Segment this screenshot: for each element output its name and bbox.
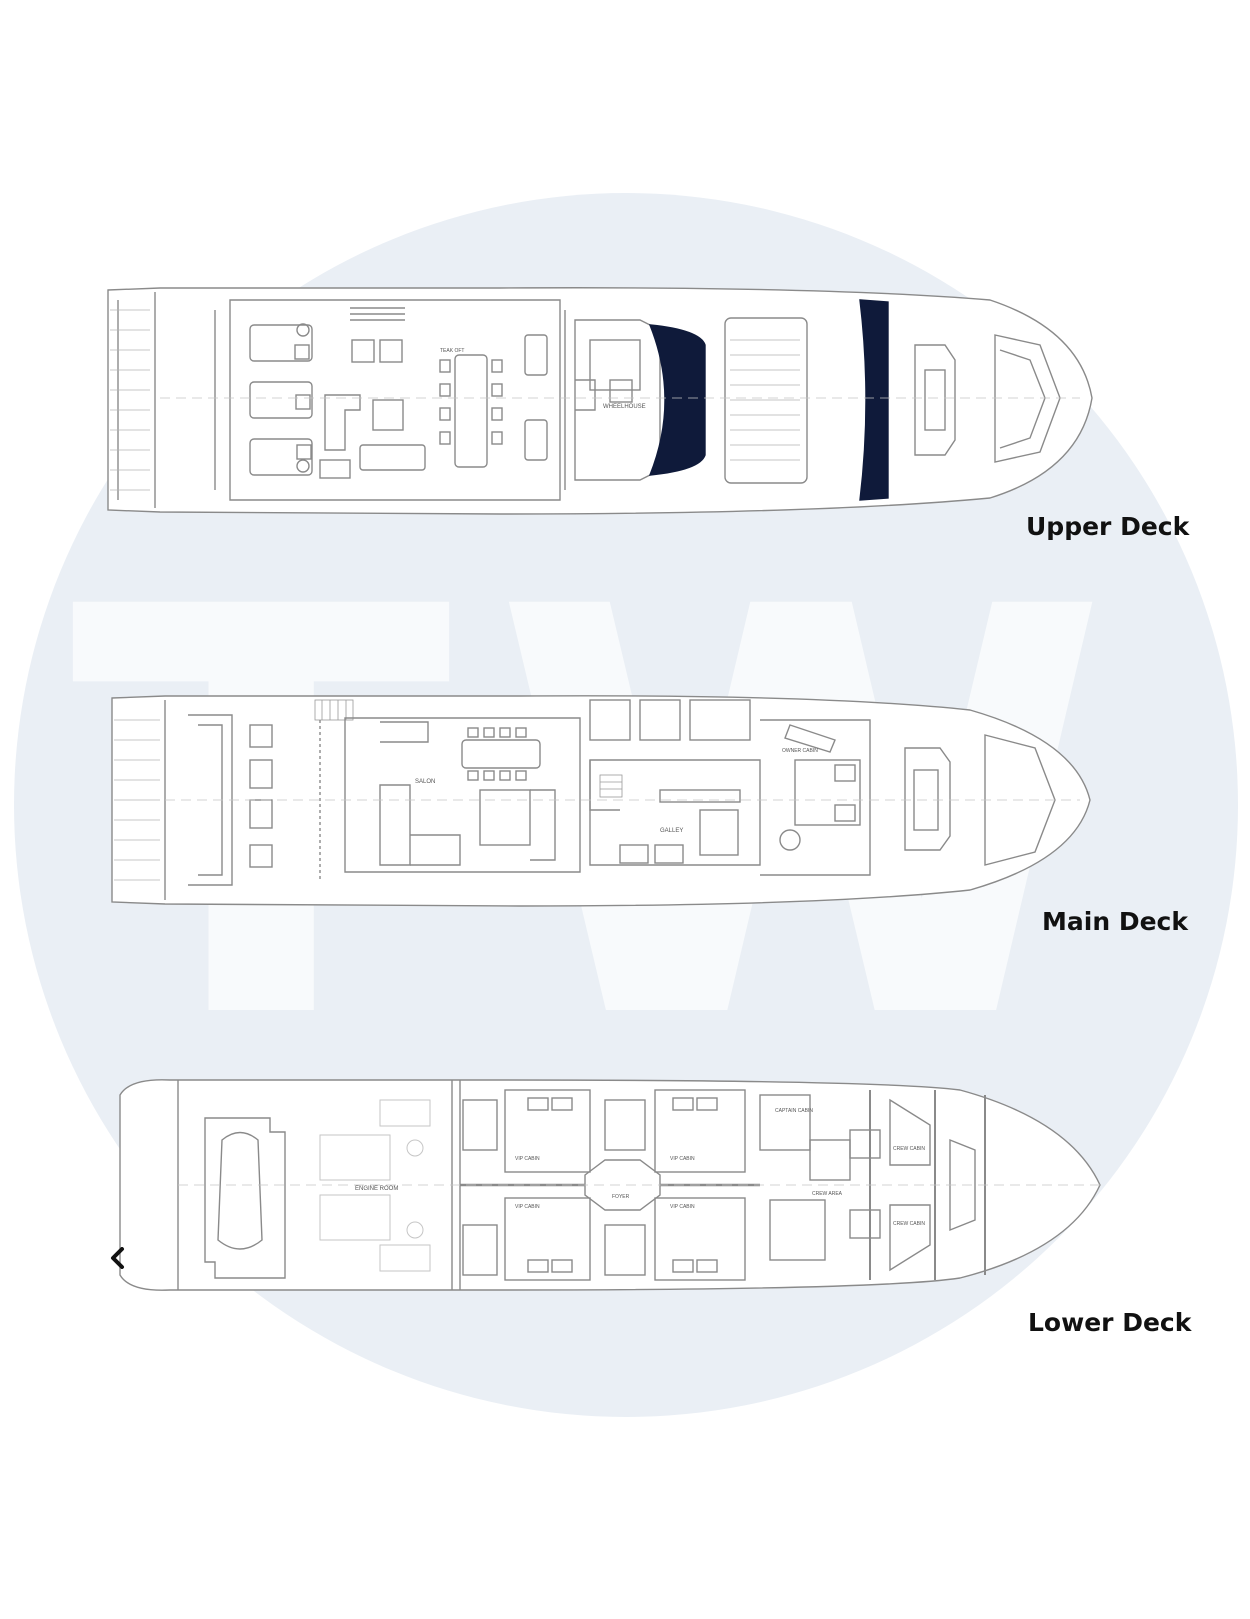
upper-tender-label: TEAK OFT bbox=[440, 348, 464, 354]
upper-deck-label: Upper Deck bbox=[1026, 512, 1190, 541]
owner-cabin-label: OWNER CABIN bbox=[782, 748, 818, 754]
crew-cabin-2-label: CREW CABIN bbox=[893, 1221, 925, 1227]
wheelhouse-label: WHEELHOUSE bbox=[603, 404, 646, 410]
vip-cabin-3-label: VIP CABIN bbox=[670, 1156, 695, 1162]
salon-label: SALON bbox=[415, 779, 435, 785]
vip-cabin-4-label: VIP CABIN bbox=[670, 1204, 695, 1210]
engine-room-label: ENGINE ROOM bbox=[355, 1186, 398, 1192]
crew-area-label: CREW AREA bbox=[812, 1191, 843, 1197]
galley-label: GALLEY bbox=[660, 828, 683, 834]
vip-cabin-2-label: VIP CABIN bbox=[515, 1204, 540, 1210]
previous-button[interactable] bbox=[100, 1240, 136, 1276]
main-deck-plan: SALON GALLEY OWNER CABIN bbox=[111, 695, 1091, 907]
chevron-left-icon bbox=[111, 1247, 124, 1269]
lower-deck-plan: ENGINE ROOM VIP CABIN VIP CABIN VIP CABI… bbox=[119, 1079, 1101, 1291]
foyer-label: FOYER bbox=[612, 1194, 630, 1200]
captain-cabin-label: CAPTAIN CABIN bbox=[775, 1108, 813, 1114]
main-deck-label: Main Deck bbox=[1042, 907, 1188, 936]
crew-cabin-1-label: CREW CABIN bbox=[893, 1146, 925, 1152]
upper-deck-plan: WHEELHOUSE TEAK OFT bbox=[107, 287, 1093, 515]
vip-cabin-1-label: VIP CABIN bbox=[515, 1156, 540, 1162]
lower-deck-label: Lower Deck bbox=[1028, 1308, 1192, 1337]
